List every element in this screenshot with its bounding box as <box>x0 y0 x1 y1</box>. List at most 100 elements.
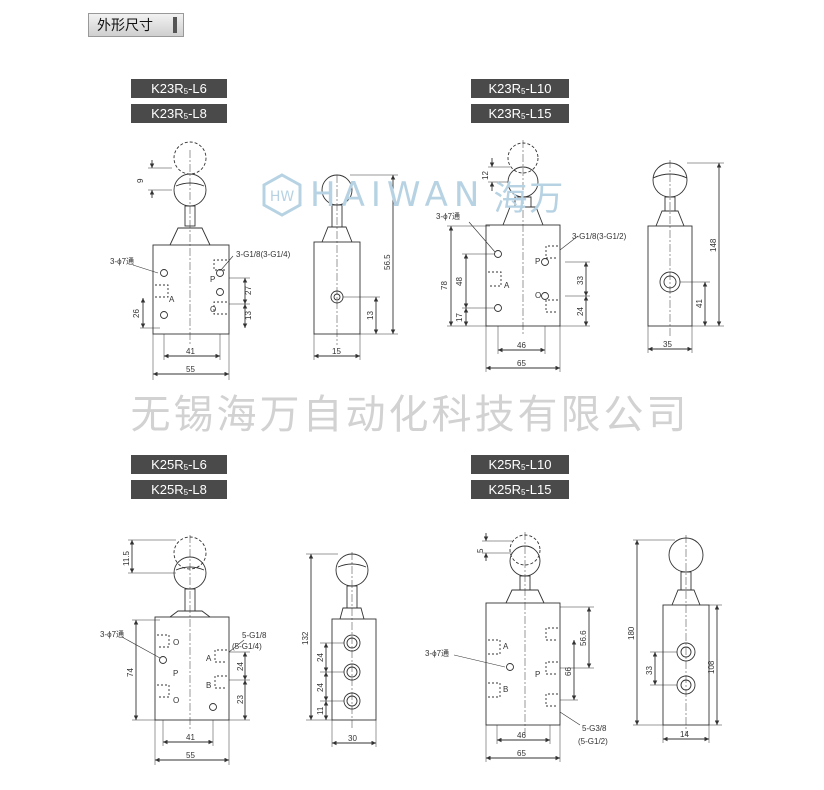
q1-port-note: 3-G1/8(3-G1/4) <box>236 250 291 259</box>
q2-dim-78: 78 <box>440 281 449 290</box>
q2-side-view <box>647 160 693 336</box>
q2-dim-17: 17 <box>455 313 464 322</box>
section-title-tab: 外形尺寸 <box>88 13 184 37</box>
q1-dim-55: 55 <box>186 365 195 374</box>
q2-dim-33: 33 <box>576 276 585 285</box>
model-suffix: -L8 <box>188 482 207 497</box>
q1-holes-note: 3-ϕ7通 <box>110 256 134 266</box>
q1-side-13: 13 <box>366 311 375 320</box>
model-sub: 5 <box>183 488 189 497</box>
model-sub: 5 <box>183 112 189 121</box>
model-suffix: -L6 <box>188 81 207 96</box>
model-suffix: -L10 <box>525 457 552 472</box>
q4-dim-65: 65 <box>517 749 526 758</box>
q1-port-a: A <box>169 295 175 304</box>
model-suffix: -L8 <box>188 106 207 121</box>
brand-logo-icon: HW <box>262 173 302 217</box>
q2-dim-48: 48 <box>455 277 464 286</box>
q4-dim-5: 5 <box>476 548 485 553</box>
q2-port-note: 3-G1/8(3-G1/2) <box>572 232 627 241</box>
q4-dim-66: 66 <box>564 667 573 676</box>
q2-dim-24: 24 <box>576 307 585 316</box>
q3-dim-55: 55 <box>186 751 195 760</box>
q1-dim-13: 13 <box>244 311 253 320</box>
q4-side-height: 180 <box>627 626 636 640</box>
q4-port-note: 5-G3/8 <box>582 724 607 733</box>
q2-port-a: A <box>504 281 510 290</box>
model-sub: 5 <box>521 87 526 96</box>
q3-port-p: P <box>173 669 178 678</box>
model-sub: 5 <box>521 488 526 497</box>
q2-port-p: P <box>535 257 540 266</box>
q1-port-p: P <box>210 275 215 284</box>
q3-dim-74: 74 <box>126 668 135 677</box>
q1-side-view <box>313 174 361 345</box>
q2-side-35: 35 <box>663 340 672 349</box>
q1-dim-27: 27 <box>244 286 253 295</box>
model-sub: 5 <box>521 463 526 472</box>
q4-side-108: 108 <box>707 660 716 674</box>
q2-dim-12: 12 <box>481 171 490 180</box>
model-suffix: -L10 <box>525 81 552 96</box>
q3-side-30: 30 <box>348 734 357 743</box>
q3-holes-note: 3-ϕ7通 <box>100 629 124 639</box>
q3-port-note-2: (5-G1/4) <box>232 642 262 651</box>
q3-side-24a: 24 <box>316 653 325 662</box>
q3-port-o: O <box>173 638 179 647</box>
q3-port-note: 5-G1/8 <box>242 631 267 640</box>
q2-front-view <box>485 140 561 335</box>
q4-side-14: 14 <box>680 730 689 739</box>
q2-port-o: O <box>535 291 541 300</box>
company-watermark: 无锡海万自动化科技有限公司 <box>130 392 690 438</box>
model-label-k25-l10: K25R5-L10 <box>471 455 569 474</box>
model-main: K25R <box>488 457 522 472</box>
model-label-k23-l6: K23R5-L6 <box>131 79 227 98</box>
brand-watermark: HW HAIWAN 海万 <box>262 173 565 219</box>
model-suffix: -L15 <box>525 482 552 497</box>
model-label-k23-l15: K23R5-L15 <box>471 104 569 123</box>
q3-side-11: 11 <box>316 706 325 715</box>
model-suffix: -L15 <box>525 106 552 121</box>
q3-port-o-2: O <box>173 696 179 705</box>
brand-name: HAIWAN <box>310 175 486 215</box>
q2-side-41: 41 <box>695 299 704 308</box>
model-main: K23R <box>151 81 184 96</box>
q4-front-view <box>485 532 561 735</box>
q4-holes-note: 3-ϕ7通 <box>425 648 449 658</box>
q4-port-p: P <box>535 670 540 679</box>
q1-dim-9: 9 <box>136 178 145 183</box>
q3-dim-24a: 24 <box>236 662 245 671</box>
section-title: 外形尺寸 <box>97 17 153 33</box>
model-sub: 5 <box>521 112 526 121</box>
model-main: K23R <box>151 106 184 121</box>
q3-dim-23: 23 <box>236 695 245 704</box>
model-main: K25R <box>151 482 184 497</box>
q3-front-view <box>154 535 230 730</box>
q4-port-note-2: (5-G1/2) <box>578 737 608 746</box>
model-label-k23-l10: K23R5-L10 <box>471 79 569 98</box>
q3-port-b: B <box>206 681 211 690</box>
q4-port-b: B <box>503 685 508 694</box>
model-label-k25-l6: K25R5-L6 <box>131 455 227 474</box>
q4-dim-56-6: 56.6 <box>579 630 588 646</box>
model-main: K25R <box>151 457 184 472</box>
q3-side-24b: 24 <box>316 683 325 692</box>
q3-side-view <box>331 552 377 730</box>
model-label-k25-l15: K25R5-L15 <box>471 480 569 499</box>
q1-front-view <box>152 141 230 345</box>
model-main: K23R <box>488 106 522 121</box>
q1-port-o: O <box>210 305 216 314</box>
model-main: K23R <box>488 81 522 96</box>
brand-logo-letters: HW <box>270 189 295 205</box>
q4-side-view <box>662 535 710 735</box>
q2-dim-65: 65 <box>517 359 526 368</box>
q1-dim-41: 41 <box>186 347 195 356</box>
q4-dim-46: 46 <box>517 731 526 740</box>
q1-dim-26: 26 <box>132 309 141 318</box>
q3-side-height: 132 <box>301 631 310 645</box>
q2-dim-46: 46 <box>517 341 526 350</box>
q3-port-a: A <box>206 654 212 663</box>
model-label-k23-l8: K23R5-L8 <box>131 104 227 123</box>
q2-holes-note: 3-ϕ7通 <box>436 211 460 221</box>
